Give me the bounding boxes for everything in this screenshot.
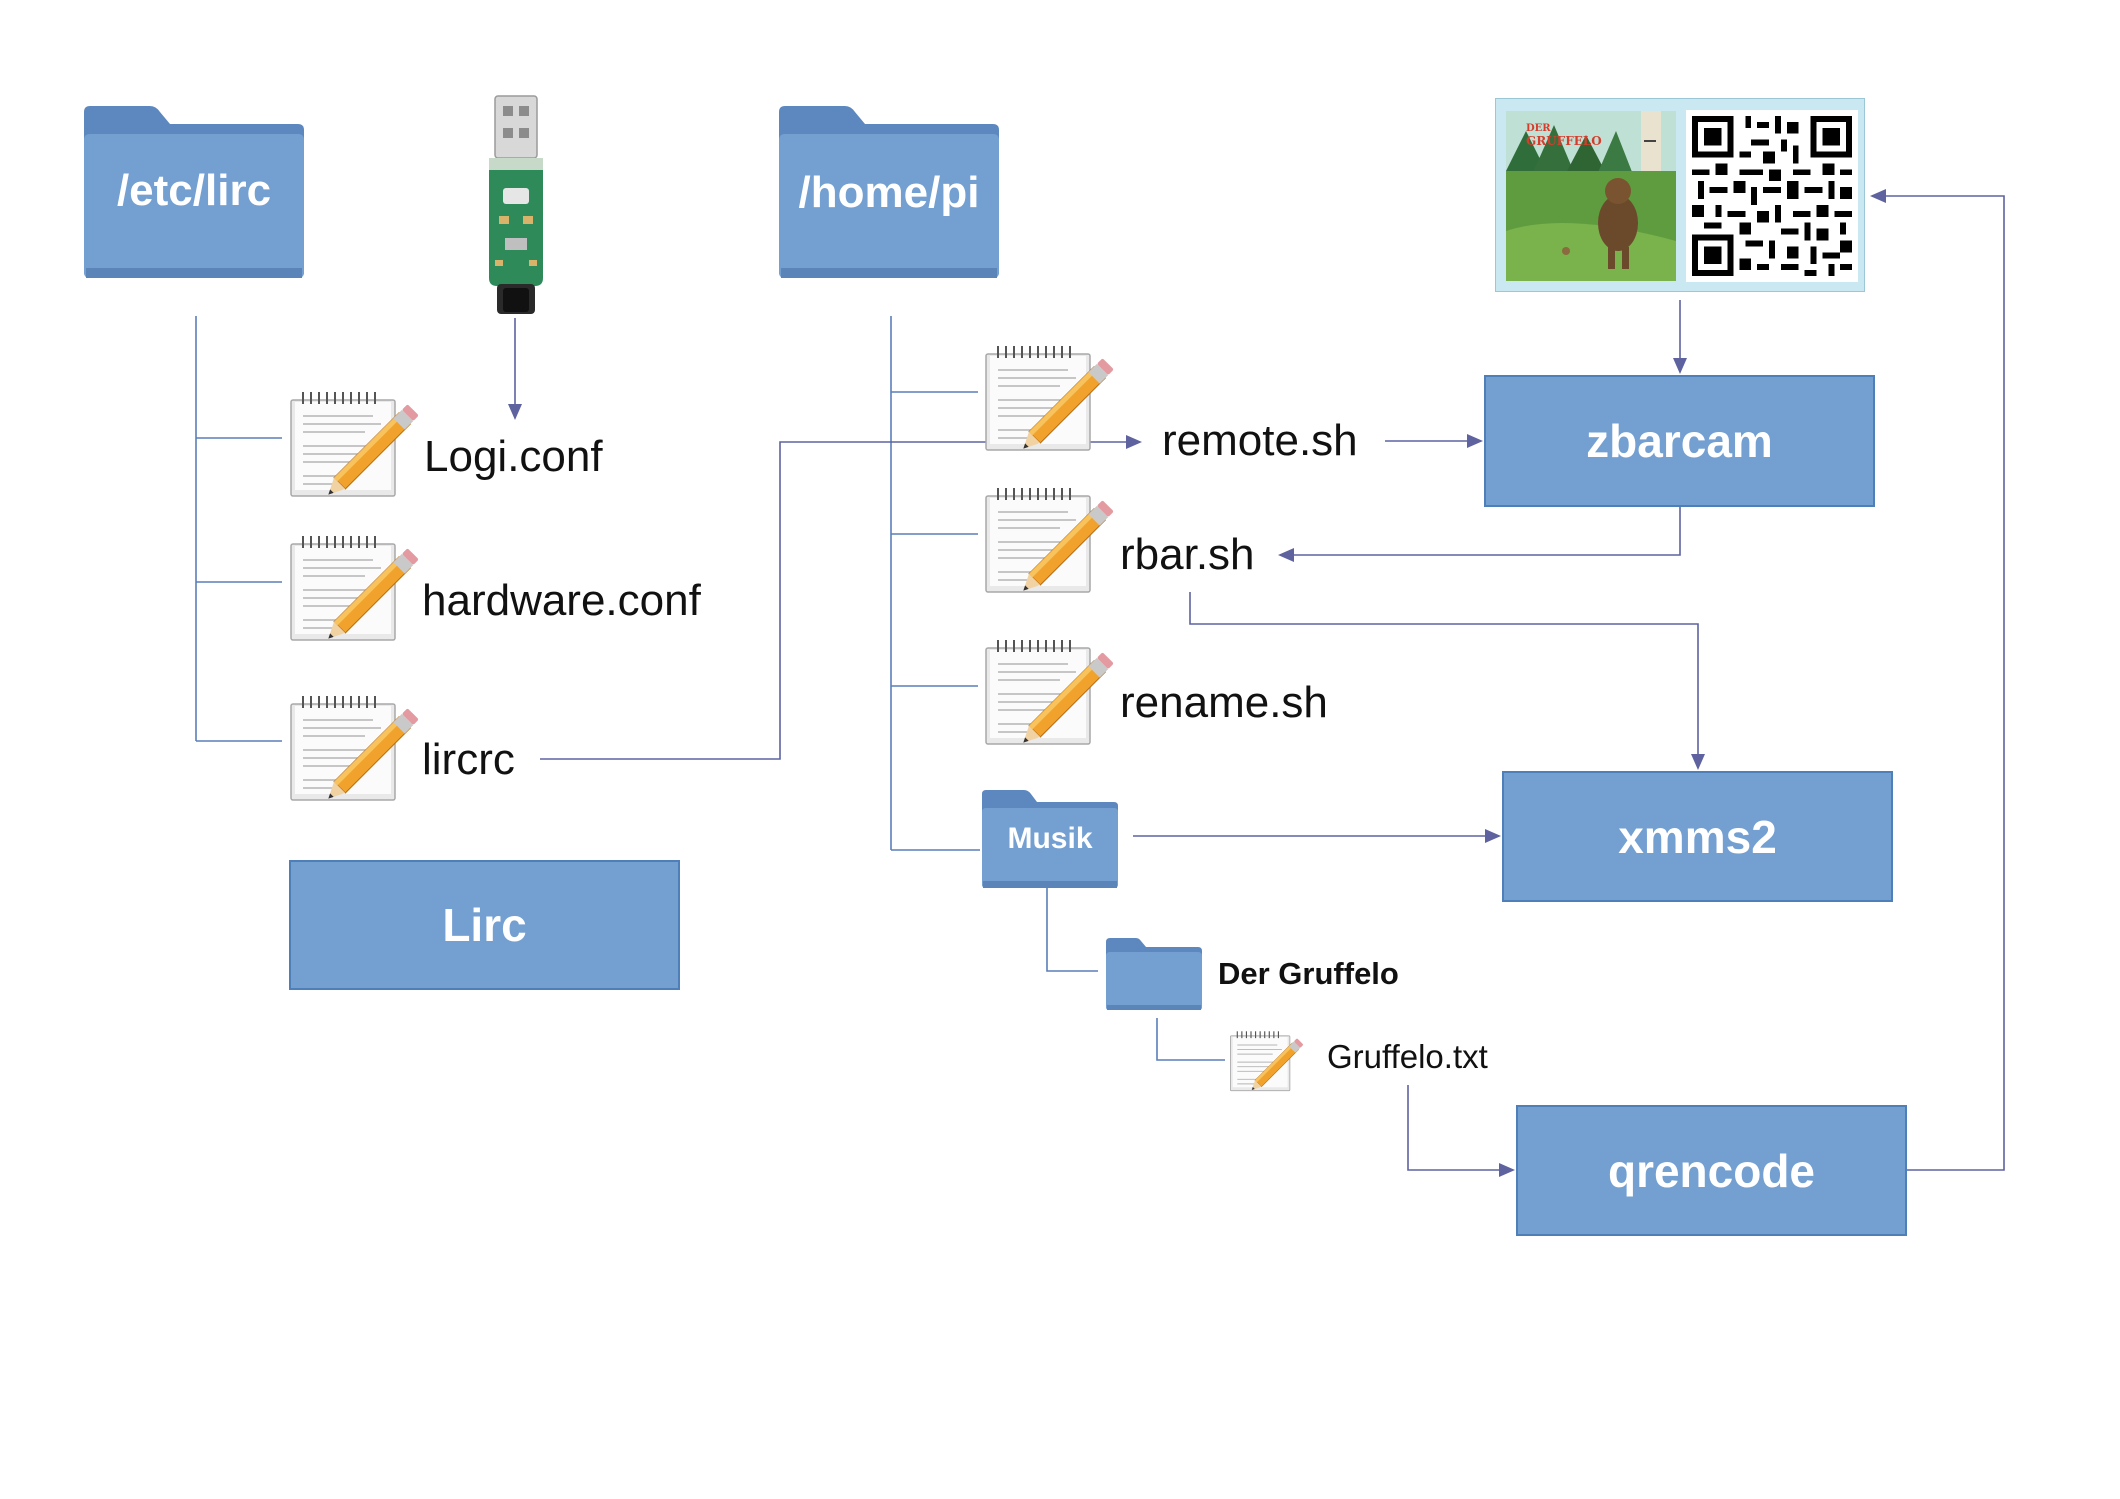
text-document-icon [980, 636, 1120, 748]
file-name-rename-sh: rename.sh [1120, 678, 1328, 727]
book-qr-card: DER GRUFFELO [1495, 98, 1865, 292]
program-label: qrencode [1607, 1144, 1816, 1197]
cover-title-2: GRUFFELO [1526, 134, 1602, 148]
folder-name-der-gruffelo: Der Gruffelo [1218, 956, 1399, 991]
folder-icon [84, 106, 304, 278]
text-document-icon [285, 388, 425, 500]
book-cover-image: DER GRUFFELO [1506, 111, 1676, 281]
program-label: Lirc [442, 899, 527, 951]
folder-icon [779, 106, 999, 278]
usb-ir-receiver-icon [475, 88, 557, 318]
folder-label: /etc/lirc [116, 166, 272, 215]
file-name-logi-conf: Logi.conf [424, 432, 603, 481]
text-document-icon [285, 532, 425, 644]
text-document-icon [1227, 1028, 1307, 1094]
program-xmms2[interactable]: xmms2 [1502, 771, 1893, 902]
text-document-icon [285, 692, 425, 804]
program-label: xmms2 [1618, 810, 1777, 863]
program-label: zbarcam [1586, 415, 1773, 467]
file-name-lircrc: lircrc [422, 735, 515, 784]
folder-etc-lirc[interactable]: /etc/lirc [80, 82, 308, 282]
file-name-gruffelo-txt: Gruffelo.txt [1327, 1038, 1488, 1075]
folder-label: Musik [1007, 822, 1093, 855]
folder-der-gruffelo[interactable] [1104, 930, 1204, 1012]
qr-code-icon [1686, 110, 1858, 282]
program-zbarcam[interactable]: zbarcam [1484, 375, 1875, 507]
text-document-icon [980, 342, 1120, 454]
cover-title-1: DER [1526, 123, 1551, 134]
file-name-hardware-conf: hardware.conf [422, 576, 701, 625]
file-name-rbar-sh: rbar.sh [1120, 530, 1255, 579]
file-name-remote-sh: remote.sh [1162, 416, 1358, 465]
program-lirc[interactable]: Lirc [289, 860, 680, 990]
folder-musik[interactable]: Musik [980, 780, 1120, 890]
program-qrencode[interactable]: qrencode [1516, 1105, 1907, 1236]
text-document-icon [980, 484, 1120, 596]
folder-icon [982, 790, 1118, 888]
folder-label: /home/pi [798, 168, 980, 217]
folder-icon [1106, 938, 1202, 1010]
folder-home-pi[interactable]: /home/pi [775, 82, 1003, 282]
